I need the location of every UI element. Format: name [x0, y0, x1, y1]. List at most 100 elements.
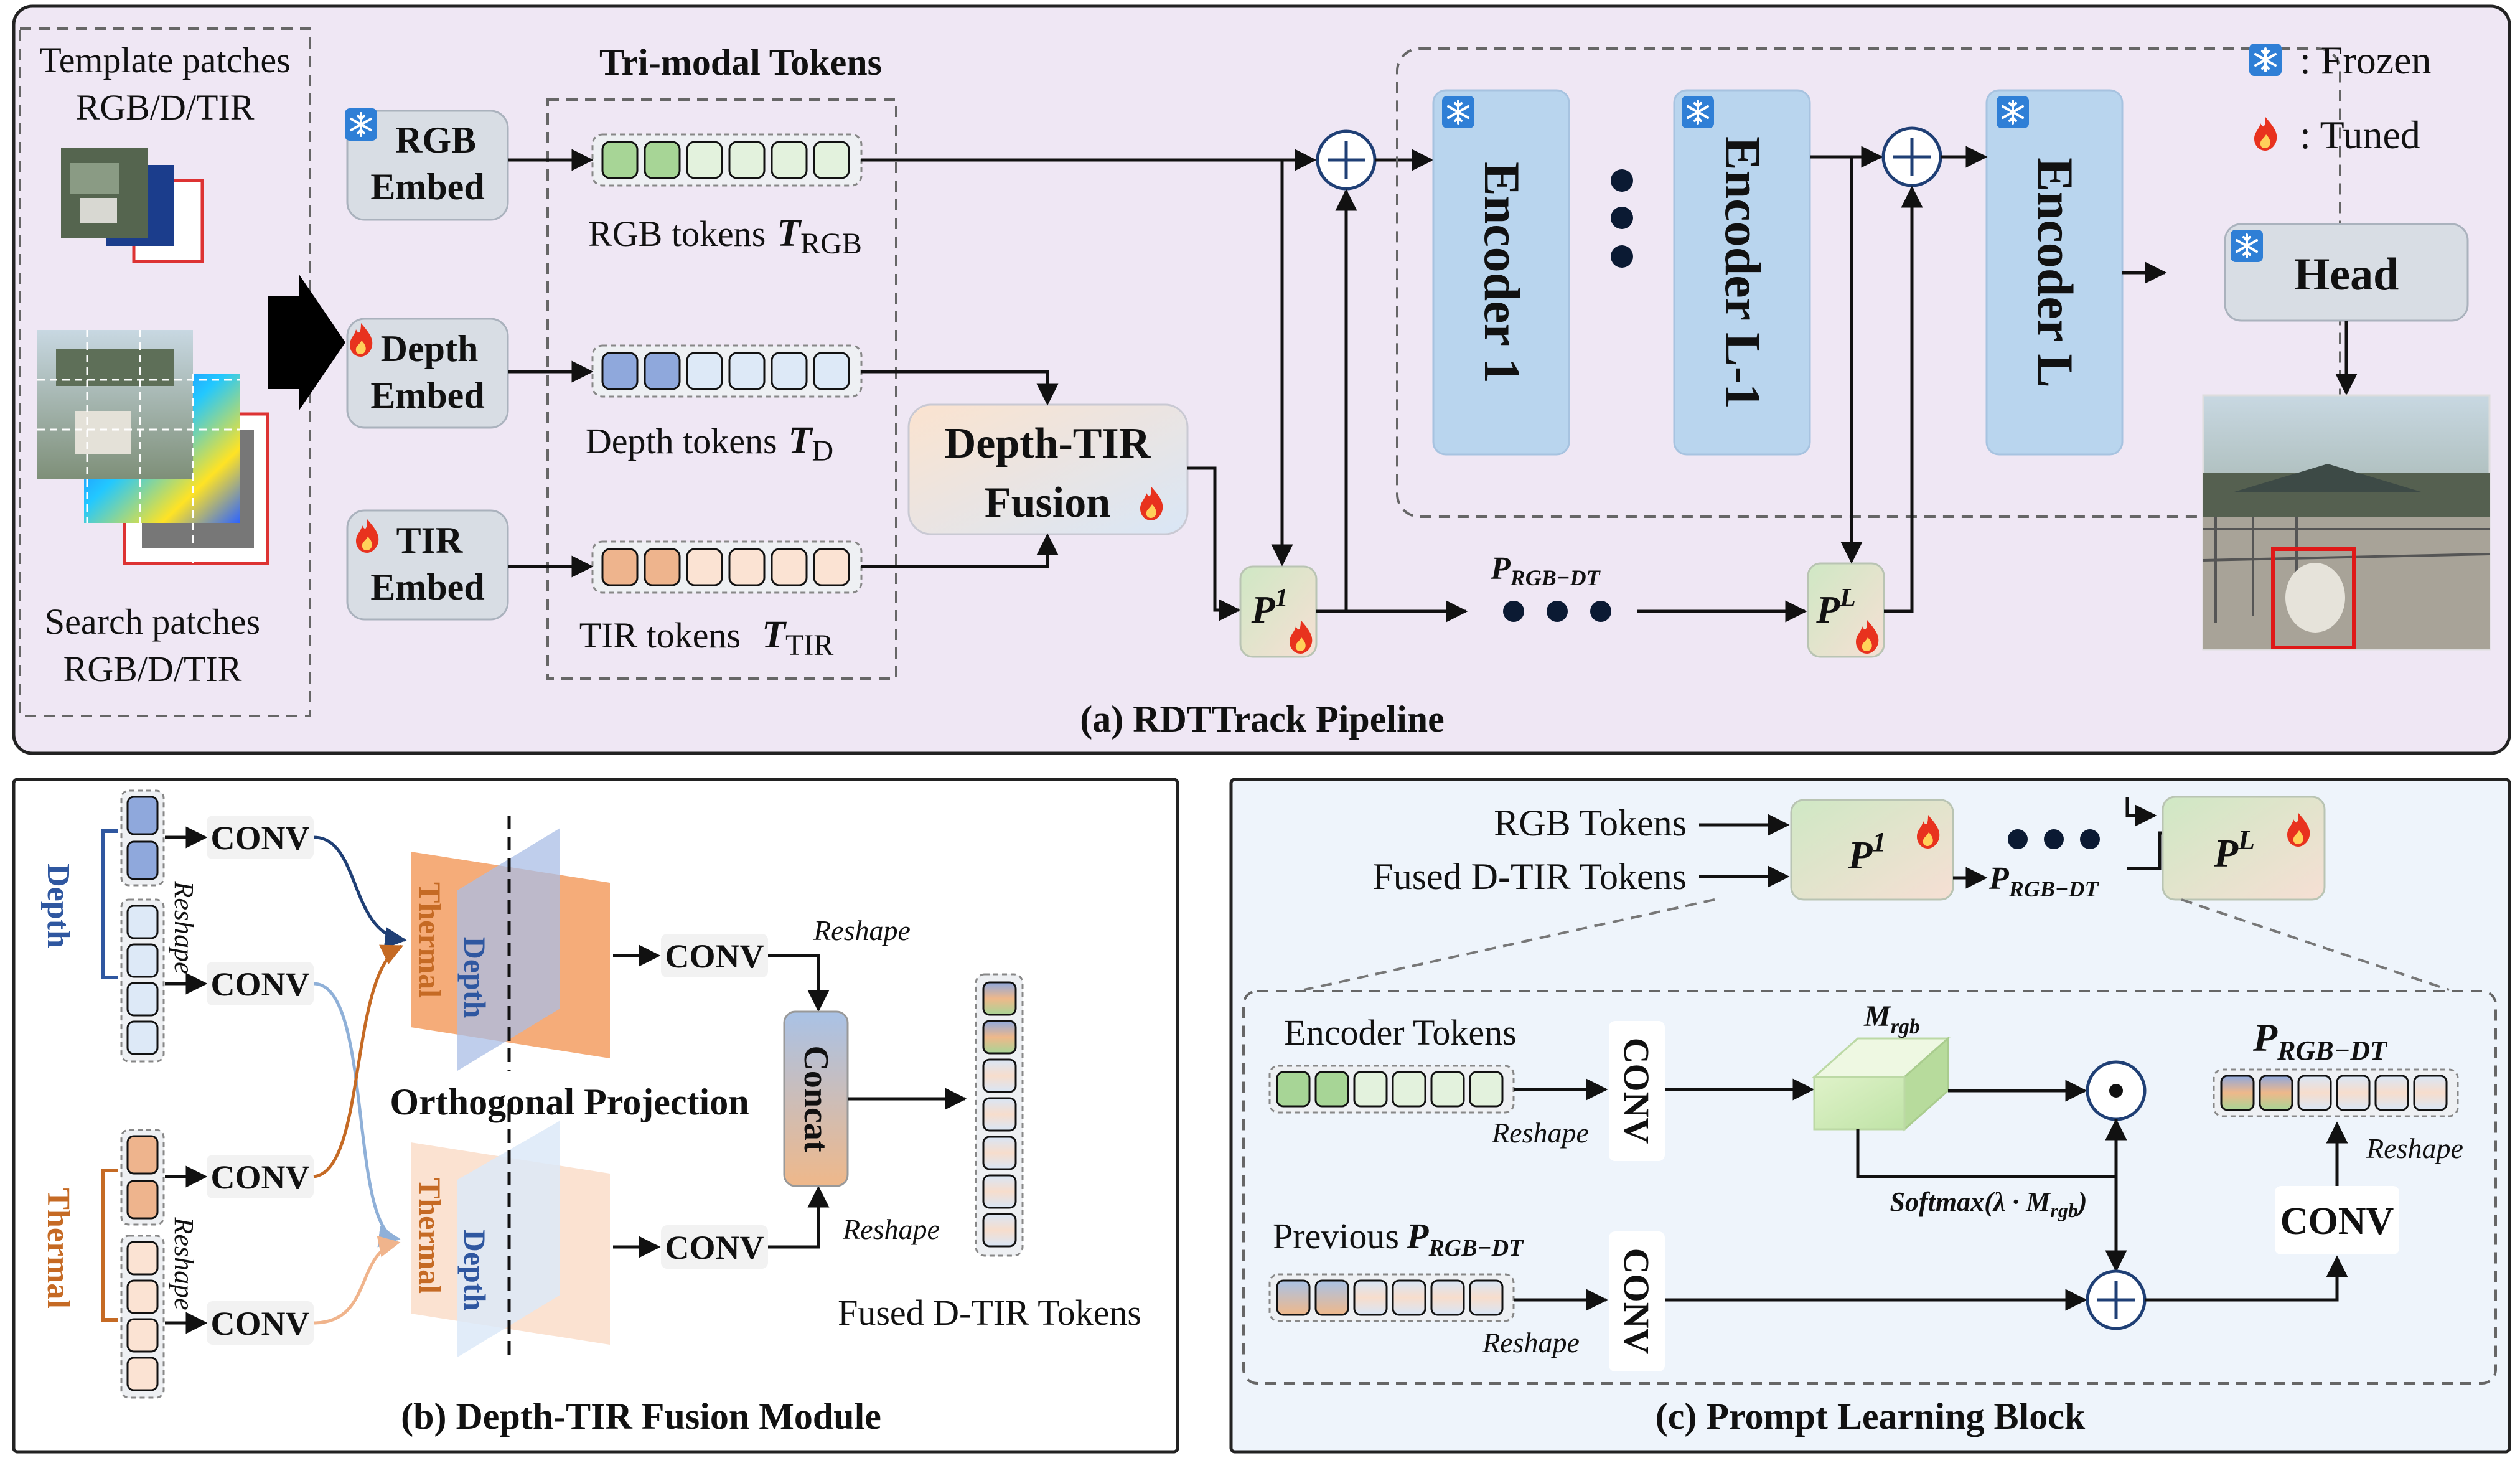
conv-box: CONV	[207, 962, 314, 1005]
template-label-line2: RGB/D/TIR	[76, 87, 255, 128]
p-rgb-dt-label: PRGB−DT	[1490, 551, 1601, 590]
svg-text:P1: P1	[1251, 584, 1288, 631]
rgb-embed-box: RGB Embed	[344, 107, 509, 221]
svg-text:Concat: Concat	[797, 1045, 835, 1152]
rgb-tokens-input: RGB Tokens	[1494, 802, 1687, 844]
panel-a: Template patches RGB/D/TIR	[12, 4, 2511, 755]
snowflake-icon	[2229, 228, 2264, 263]
input-patches-box	[19, 27, 311, 717]
svg-text:PL: PL	[1815, 584, 1856, 631]
svg-text:Encoder 1: Encoder 1	[1474, 162, 1530, 383]
multiply-node	[2086, 1060, 2147, 1121]
panel-b-caption: (b) Depth-TIR Fusion Module	[401, 1396, 881, 1437]
snowflake-icon	[2248, 42, 2283, 77]
thermal-token-column	[120, 1129, 165, 1399]
svg-text:CONV: CONV	[1616, 1248, 1657, 1355]
panel-c: RGB Tokens Fused D-TIR Tokens P1 PRGB−DT…	[1229, 778, 2511, 1454]
svg-text:CONV: CONV	[211, 966, 310, 1003]
m-rgb-cube	[1812, 1036, 1951, 1132]
head-box: Head	[2224, 223, 2469, 322]
reshape-label: Reshape	[813, 915, 911, 946]
ellipsis-dots	[1503, 601, 1611, 622]
svg-text:CONV: CONV	[211, 819, 310, 857]
encoder-ellipsis	[1611, 169, 1633, 268]
trimodal-box	[546, 98, 897, 680]
reshape-label: Reshape	[1491, 1117, 1589, 1149]
svg-text:CONV: CONV	[1616, 1038, 1657, 1144]
svg-text:CONV: CONV	[211, 1159, 310, 1196]
svg-text:Head: Head	[2294, 249, 2399, 300]
previous-token-row	[1268, 1273, 1515, 1322]
conv-box: CONV	[207, 1301, 314, 1345]
thermal-side-label: Thermal	[40, 1188, 76, 1309]
depth-reshape-label: Reshape	[169, 880, 199, 974]
orthogonal-projection-label: Orthogonal Projection	[390, 1081, 749, 1122]
search-patch-images	[37, 330, 269, 565]
fused-token-column	[975, 973, 1024, 1257]
add-node-3	[2086, 1269, 2147, 1330]
depth-token-row	[591, 344, 863, 398]
svg-text:Depth-TIR: Depth-TIR	[945, 420, 1151, 468]
template-label-line1: Template patches	[39, 40, 290, 80]
conv-box: CONV	[661, 934, 768, 977]
thermal-reshape-label: Reshape	[169, 1216, 199, 1310]
svg-text:CONV: CONV	[665, 938, 764, 975]
svg-text:Encoder L: Encoder L	[2027, 158, 2084, 388]
output-p-label: PRGB−DT	[2252, 1015, 2388, 1066]
svg-text:PL: PL	[2213, 825, 2255, 875]
fused-tokens-label: Fused D-TIR Tokens	[838, 1292, 1141, 1333]
svg-text:Thermal: Thermal	[413, 1178, 447, 1294]
reshape-label: Reshape	[1482, 1327, 1580, 1358]
svg-text:TIR: TIR	[396, 520, 463, 561]
snowflake-icon	[344, 107, 378, 142]
legend-tuned: : Tuned	[2300, 113, 2420, 157]
depth-embed-box: Depth Embed	[346, 318, 509, 429]
trimodal-title: Tri-modal Tokens	[599, 42, 882, 83]
legend: : Frozen : Tuned	[2248, 38, 2432, 157]
svg-text:Depth: Depth	[457, 1230, 492, 1311]
svg-text:CONV: CONV	[211, 1305, 310, 1342]
svg-text:Thermal: Thermal	[413, 882, 447, 998]
softmax-label: Softmax(λ · Mrgb)	[1890, 1187, 2087, 1221]
projection-planes-top: Thermal Depth	[411, 816, 610, 1071]
prompt-p1-box: P1	[1790, 799, 1954, 901]
svg-text:Encoder L-1: Encoder L-1	[1715, 136, 1771, 409]
conv-box: CONV	[661, 1225, 768, 1269]
p-rgb-dt-label: PRGB−DT	[1988, 861, 2100, 901]
m-rgb-label: Mrgb	[1863, 1000, 1920, 1038]
svg-text:Depth: Depth	[381, 328, 479, 369]
fused-tokens-input: Fused D-TIR Tokens	[1372, 856, 1687, 897]
encoder-token-row	[1268, 1065, 1515, 1114]
svg-text:Embed: Embed	[370, 375, 484, 416]
tracking-result-image	[2202, 394, 2491, 651]
legend-frozen: : Frozen	[2300, 38, 2432, 82]
reshape-label: Reshape	[2366, 1132, 2463, 1164]
panel-a-caption: (a) RDTTrack Pipeline	[1080, 699, 1445, 740]
search-label-line1: Search patches	[45, 601, 260, 642]
prompt-detail-box	[1242, 990, 2497, 1385]
prompt-pl-box: PL	[2162, 796, 2326, 901]
search-label-line2: RGB/D/TIR	[63, 649, 242, 689]
snowflake-icon	[1995, 95, 2030, 129]
snowflake-icon	[1680, 95, 1715, 129]
panel-b: Depth Reshape CONV CONV Thermal	[12, 778, 1179, 1454]
conv-box: CONV	[207, 816, 314, 859]
depth-side-label: Depth	[40, 863, 76, 948]
encoder-l-1-box: Encoder L-1	[1673, 89, 1811, 456]
rgb-token-row	[591, 133, 863, 187]
panel-c-caption: (c) Prompt Learning Block	[1656, 1396, 2086, 1437]
depth-token-column	[120, 789, 165, 1063]
add-node-2	[1881, 126, 1942, 187]
svg-text:Depth: Depth	[457, 937, 492, 1018]
svg-text:Embed: Embed	[370, 567, 484, 608]
conv-vertical-box: CONV	[1609, 1231, 1665, 1371]
prompt-pl-box: PL	[1807, 562, 1885, 658]
snowflake-icon	[1441, 95, 1476, 129]
input-arrow-icon	[268, 274, 345, 411]
concat-box: Concat	[783, 1010, 849, 1187]
